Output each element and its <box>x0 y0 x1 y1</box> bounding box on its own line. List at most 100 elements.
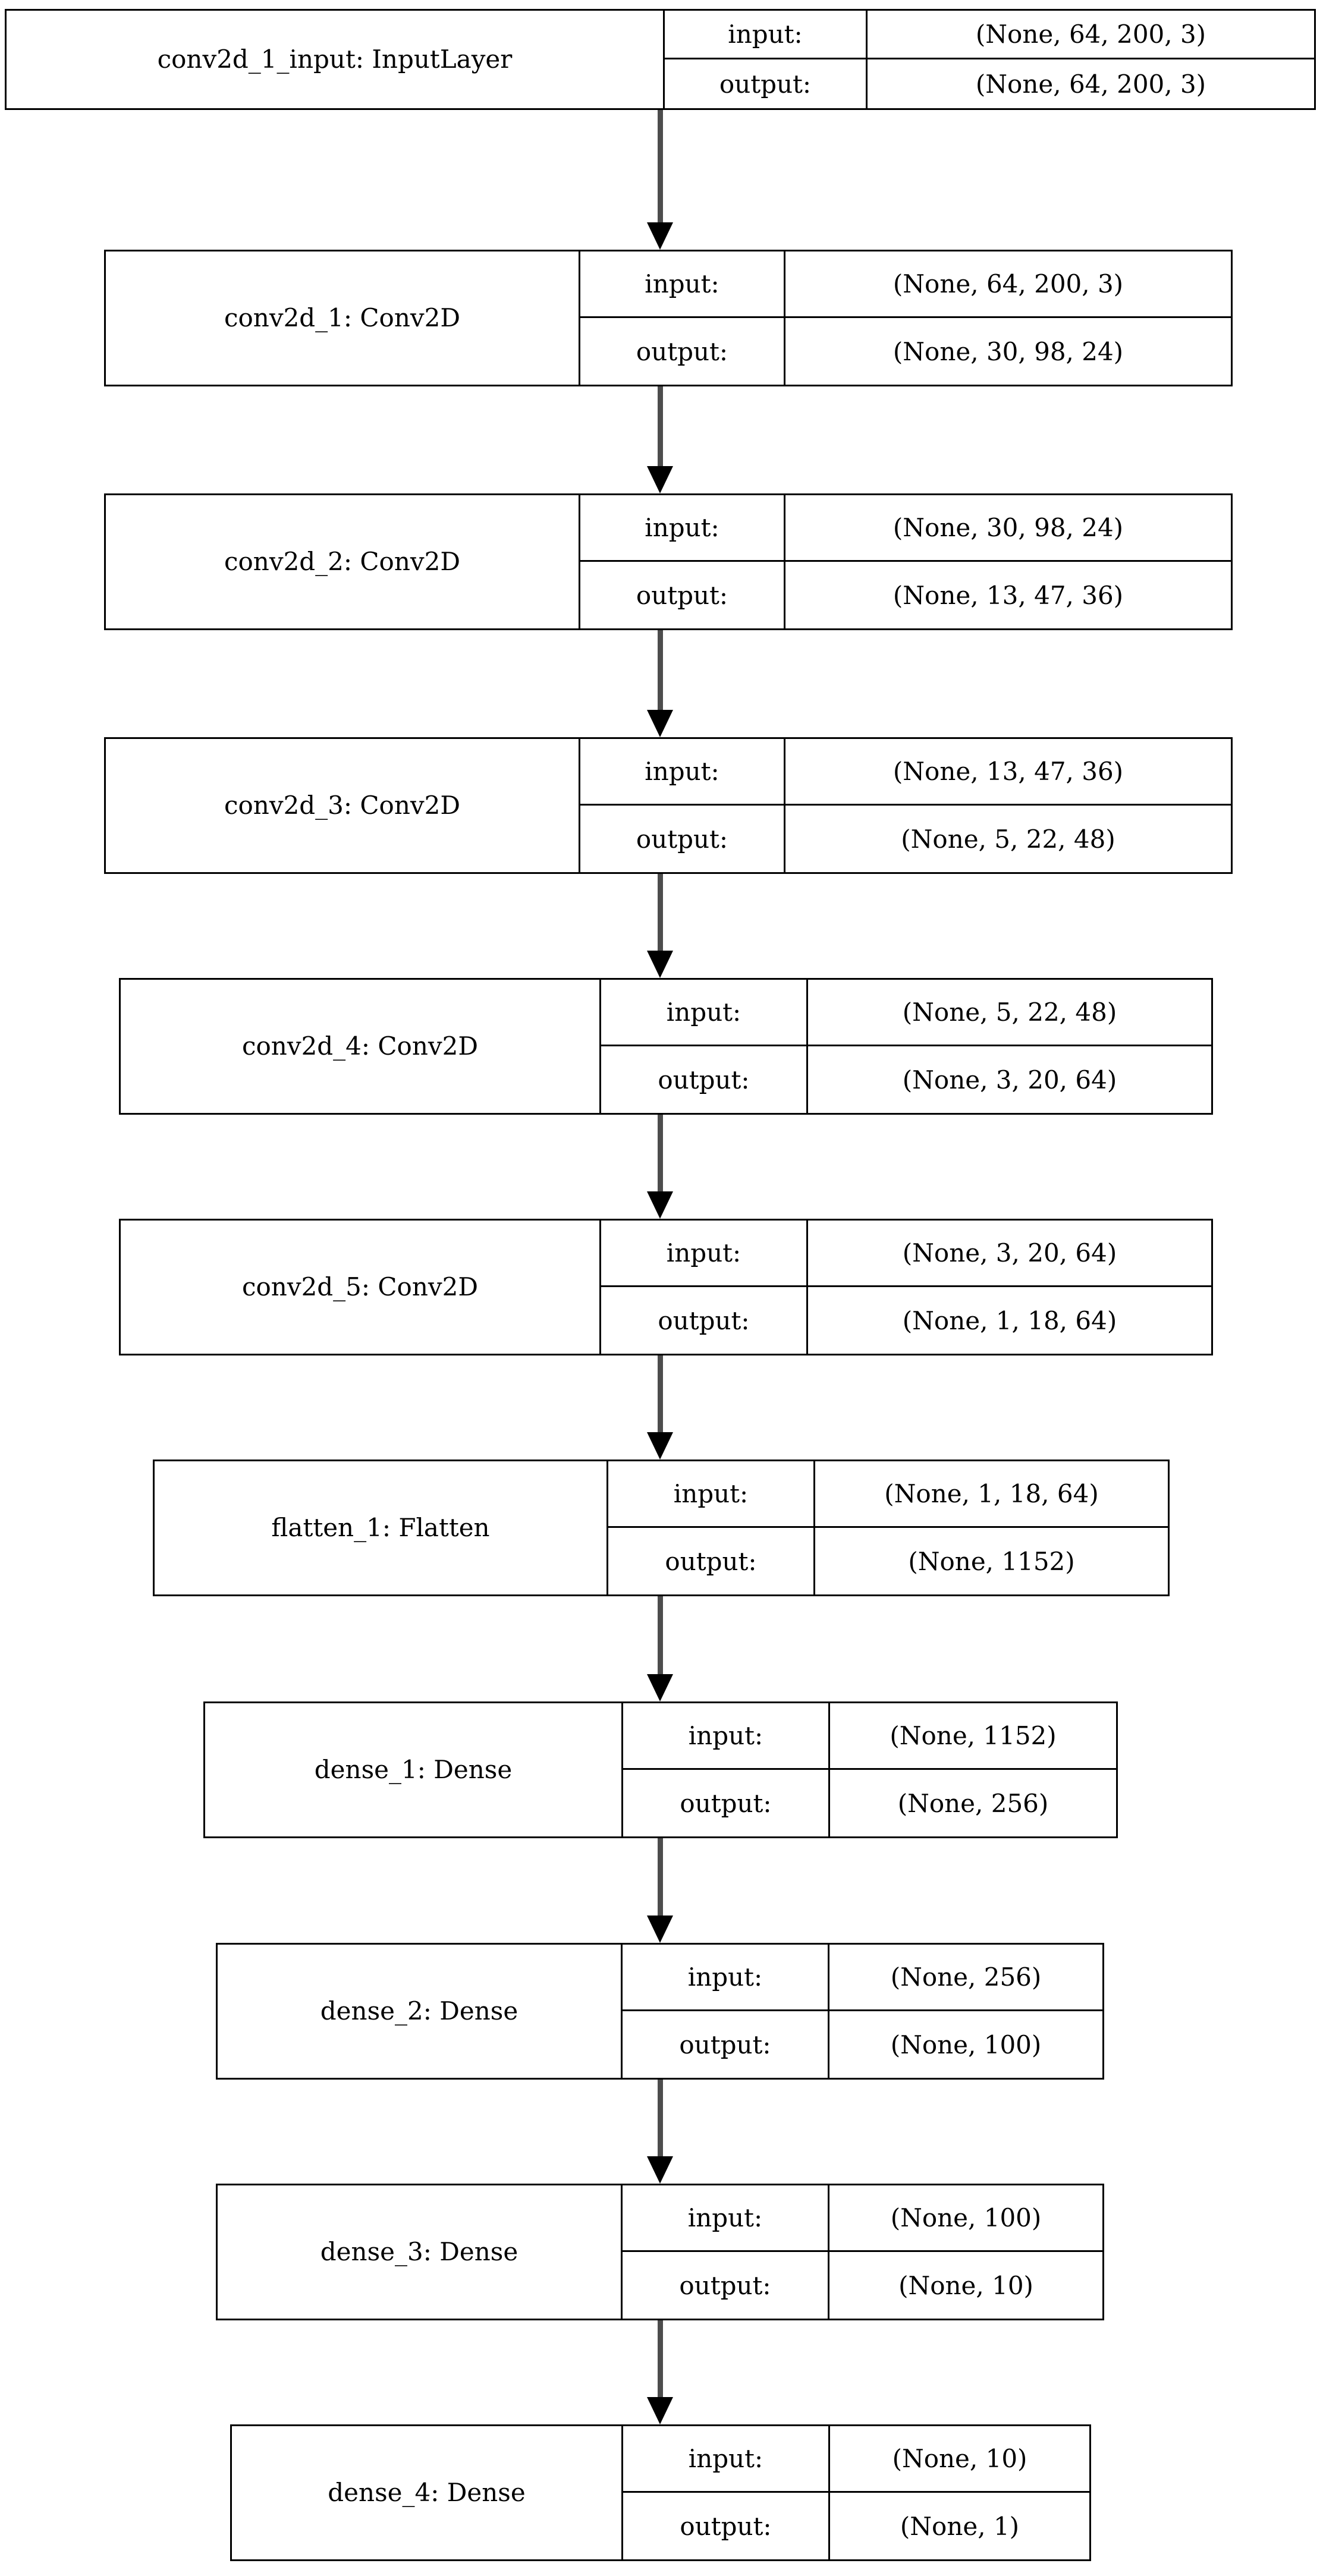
layer-name-label: conv2d_2: Conv2D <box>224 546 460 576</box>
edge-arrowhead-icon <box>647 1674 673 1701</box>
edge-arrowhead-icon <box>647 951 673 978</box>
output-label: output: <box>679 2270 771 2300</box>
edge-arrowhead-icon <box>647 466 673 493</box>
output-label: output: <box>636 336 728 366</box>
io-row-output: output: (None, 13, 47, 36) <box>580 562 1231 628</box>
edge-line <box>657 1838 663 1916</box>
input-shape-value: (None, 256) <box>828 1945 1102 2009</box>
io-row-input: input: (None, 256) <box>623 1945 1102 2011</box>
io-row-output: output: (None, 30, 98, 24) <box>580 318 1231 385</box>
layer-io-table: input: (None, 5, 22, 48)output:(None, 3, … <box>599 980 1211 1113</box>
io-row-output: output: (None, 1152) <box>608 1528 1168 1594</box>
layer-name-label: dense_2: Dense <box>320 1996 518 2025</box>
input-label: input: <box>666 1238 741 1267</box>
io-row-input: input:(None, 10) <box>623 2426 1089 2493</box>
layer-name-label: dense_1: Dense <box>314 1754 513 1784</box>
output-label: output: <box>636 824 728 854</box>
input-shape-value: (None, 1152) <box>828 1703 1116 1768</box>
output-label: output: <box>636 580 728 610</box>
edge-line <box>657 874 663 951</box>
layer-name-label: conv2d_1: Conv2D <box>224 303 460 332</box>
edge-line <box>657 1596 663 1674</box>
edge-line <box>657 2320 663 2397</box>
io-row-input: input:(None, 100) <box>623 2185 1102 2252</box>
edge-line <box>657 630 663 710</box>
layer-node-conv2d_3[interactable]: conv2d_3: Conv2D input: (None, 13, 47, 36)… <box>104 737 1233 874</box>
output-label: output: <box>680 1788 772 1818</box>
input-label: input: <box>688 2444 763 2473</box>
layer-io-table: input: (None, 256) output: (None, 100) <box>621 1945 1102 2078</box>
input-shape-value: (None, 1, 18, 64) <box>813 1461 1168 1526</box>
io-row-output: output:(None, 1) <box>623 2493 1089 2559</box>
layer-node-conv2d_2[interactable]: conv2d_2: Conv2D input: (None, 30, 98, 24)… <box>104 493 1233 630</box>
io-row-input: input: (None, 30, 98, 24) <box>580 495 1231 562</box>
input-label: input: <box>666 998 741 1027</box>
layer-name-label: dense_4: Dense <box>328 2477 526 2507</box>
input-label: input: <box>688 1721 763 1750</box>
layer-node-dense_1[interactable]: dense_1: Dense input: (None, 1152) output: (… <box>203 1701 1118 1838</box>
layer-node-dense_4[interactable]: dense_4: Dense input:(None, 10)output:(No… <box>230 2424 1091 2561</box>
layer-io-table: input:(None, 64, 200, 3) output: (None, 64… <box>663 11 1314 108</box>
output-label: output: <box>719 69 812 99</box>
layer-io-table: input:(None, 1152)output:(None, 256) <box>621 1703 1116 1836</box>
output-label: output: <box>658 1065 750 1094</box>
edge-arrowhead-icon <box>647 1432 673 1460</box>
edge-arrowhead-icon <box>647 1191 673 1219</box>
input-label: input: <box>687 1962 763 1992</box>
layer-node-conv2d_1_input[interactable]: conv2d_1_input: InputLayer input:(None, 6… <box>5 9 1316 110</box>
edge-line <box>657 110 663 222</box>
layer-io-table: input:(None, 10)output:(None, 1) <box>621 2426 1089 2559</box>
layer-io-table: input: (None, 3, 20, 64) output: (None, 1, … <box>599 1221 1211 1354</box>
output-shape-value: (None, 1, 18, 64) <box>806 1287 1211 1354</box>
layer-io-table: input: (None, 13, 47, 36) output: (None, 5,… <box>579 739 1231 872</box>
layer-io-table: input: (None, 30, 98, 24) output: (None, 13… <box>579 495 1231 628</box>
layer-node-dense_2[interactable]: dense_2: Dense input: (None, 256) output: (N… <box>216 1943 1104 2080</box>
output-label: output: <box>665 1546 757 1576</box>
edge-arrowhead-icon <box>647 2156 673 2184</box>
input-shape-value: (None, 3, 20, 64) <box>806 1221 1211 1285</box>
layer-name-label: conv2d_5: Conv2D <box>241 1272 478 1301</box>
edge-arrowhead-icon <box>647 710 673 737</box>
output-shape-value: (None, 13, 47, 36) <box>784 562 1231 628</box>
output-shape-value: (None, 100) <box>828 2011 1102 2078</box>
input-label: input: <box>645 269 719 298</box>
output-shape-value: (None, 30, 98, 24) <box>784 318 1231 385</box>
io-row-input: input: (None, 3, 20, 64) <box>601 1221 1211 1287</box>
layer-node-conv2d_1[interactable]: conv2d_1: Conv2D input: (None, 64, 200, 3)… <box>104 250 1233 386</box>
input-label: input: <box>645 513 719 542</box>
layer-name-label: conv2d_3: Conv2D <box>224 790 460 820</box>
input-shape-value: (None, 64, 200, 3) <box>784 251 1231 316</box>
output-shape-value: (None, 10) <box>828 2252 1102 2319</box>
io-row-input: input: (None, 64, 200, 3) <box>580 251 1231 318</box>
input-shape-value: (None, 5, 22, 48) <box>806 980 1211 1045</box>
output-shape-value: (None, 5, 22, 48) <box>784 806 1231 872</box>
io-row-input: input: (None, 1152) <box>623 1703 1116 1770</box>
input-shape-value: (None, 13, 47, 36) <box>784 739 1231 804</box>
io-row-input: input:(None, 64, 200, 3) <box>665 11 1314 59</box>
output-label: output: <box>658 1306 750 1335</box>
input-label: input: <box>645 757 719 786</box>
edge-line <box>657 1355 663 1432</box>
io-row-output: output: (None, 10) <box>623 2252 1102 2319</box>
output-label: output: <box>680 2511 772 2541</box>
edge-line <box>657 2080 663 2156</box>
io-row-output: output: (None, 100) <box>623 2011 1102 2078</box>
io-row-input: input: (None, 13, 47, 36) <box>580 739 1231 806</box>
output-label: output: <box>679 2030 771 2059</box>
output-shape-value: (None, 64, 200, 3) <box>866 59 1314 108</box>
io-row-output: output: (None, 64, 200, 3) <box>665 59 1314 108</box>
io-row-output: output: (None, 1, 18, 64) <box>601 1287 1211 1354</box>
io-row-input: input: (None, 5, 22, 48) <box>601 980 1211 1046</box>
edge-arrowhead-icon <box>647 222 673 250</box>
layer-name-label: conv2d_1_input: InputLayer <box>157 44 513 74</box>
output-shape-value: (None, 1152) <box>813 1528 1168 1594</box>
input-shape-value: (None, 64, 200, 3) <box>866 11 1314 58</box>
io-row-output: output:(None, 3, 20, 64) <box>601 1046 1211 1113</box>
input-shape-value: (None, 30, 98, 24) <box>784 495 1231 560</box>
input-label: input: <box>673 1479 749 1508</box>
